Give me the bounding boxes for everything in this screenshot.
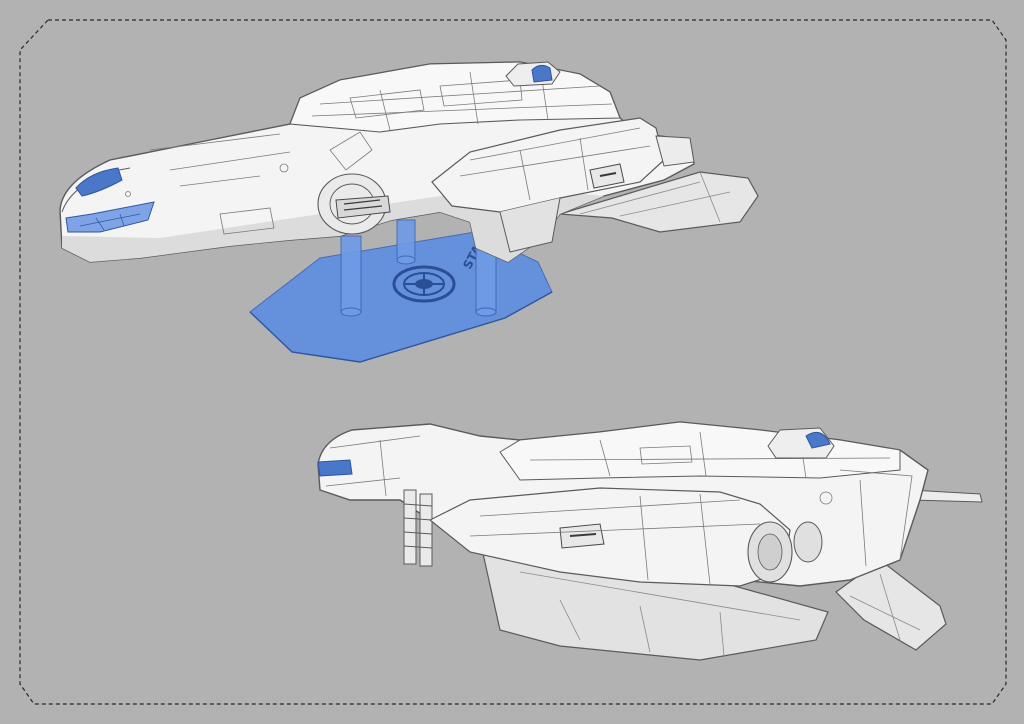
rear-wing-detail xyxy=(579,171,731,223)
engine-nacelle-rear xyxy=(428,487,823,587)
engine-exhaust-small xyxy=(793,521,823,563)
midship-machinery xyxy=(317,173,391,235)
dashed-frame xyxy=(19,19,1007,705)
cockpit xyxy=(61,167,155,233)
rear-wing-plate xyxy=(559,171,759,233)
turret-dome xyxy=(531,64,553,83)
hull-panel-details xyxy=(125,131,373,235)
cockpit-rear-view xyxy=(317,435,421,497)
aft-structure xyxy=(819,469,913,567)
dorsal-turret-rear xyxy=(767,427,835,459)
dorsal-turret xyxy=(505,61,561,87)
boarding-ladder xyxy=(403,489,433,567)
cockpit-canopy-upper xyxy=(75,167,123,197)
starship-model-side xyxy=(317,421,983,661)
stand-pegs xyxy=(340,219,497,317)
starship-model-with-stand: STAR LITTER xyxy=(59,61,759,363)
turret-dome-rear xyxy=(805,431,831,449)
upper-deck-rear xyxy=(499,421,901,481)
stand-base-edge xyxy=(249,291,553,363)
cockpit-canopy-rear xyxy=(317,459,353,477)
belly-plate-detail xyxy=(519,571,801,657)
engine-nacelle xyxy=(431,117,695,253)
